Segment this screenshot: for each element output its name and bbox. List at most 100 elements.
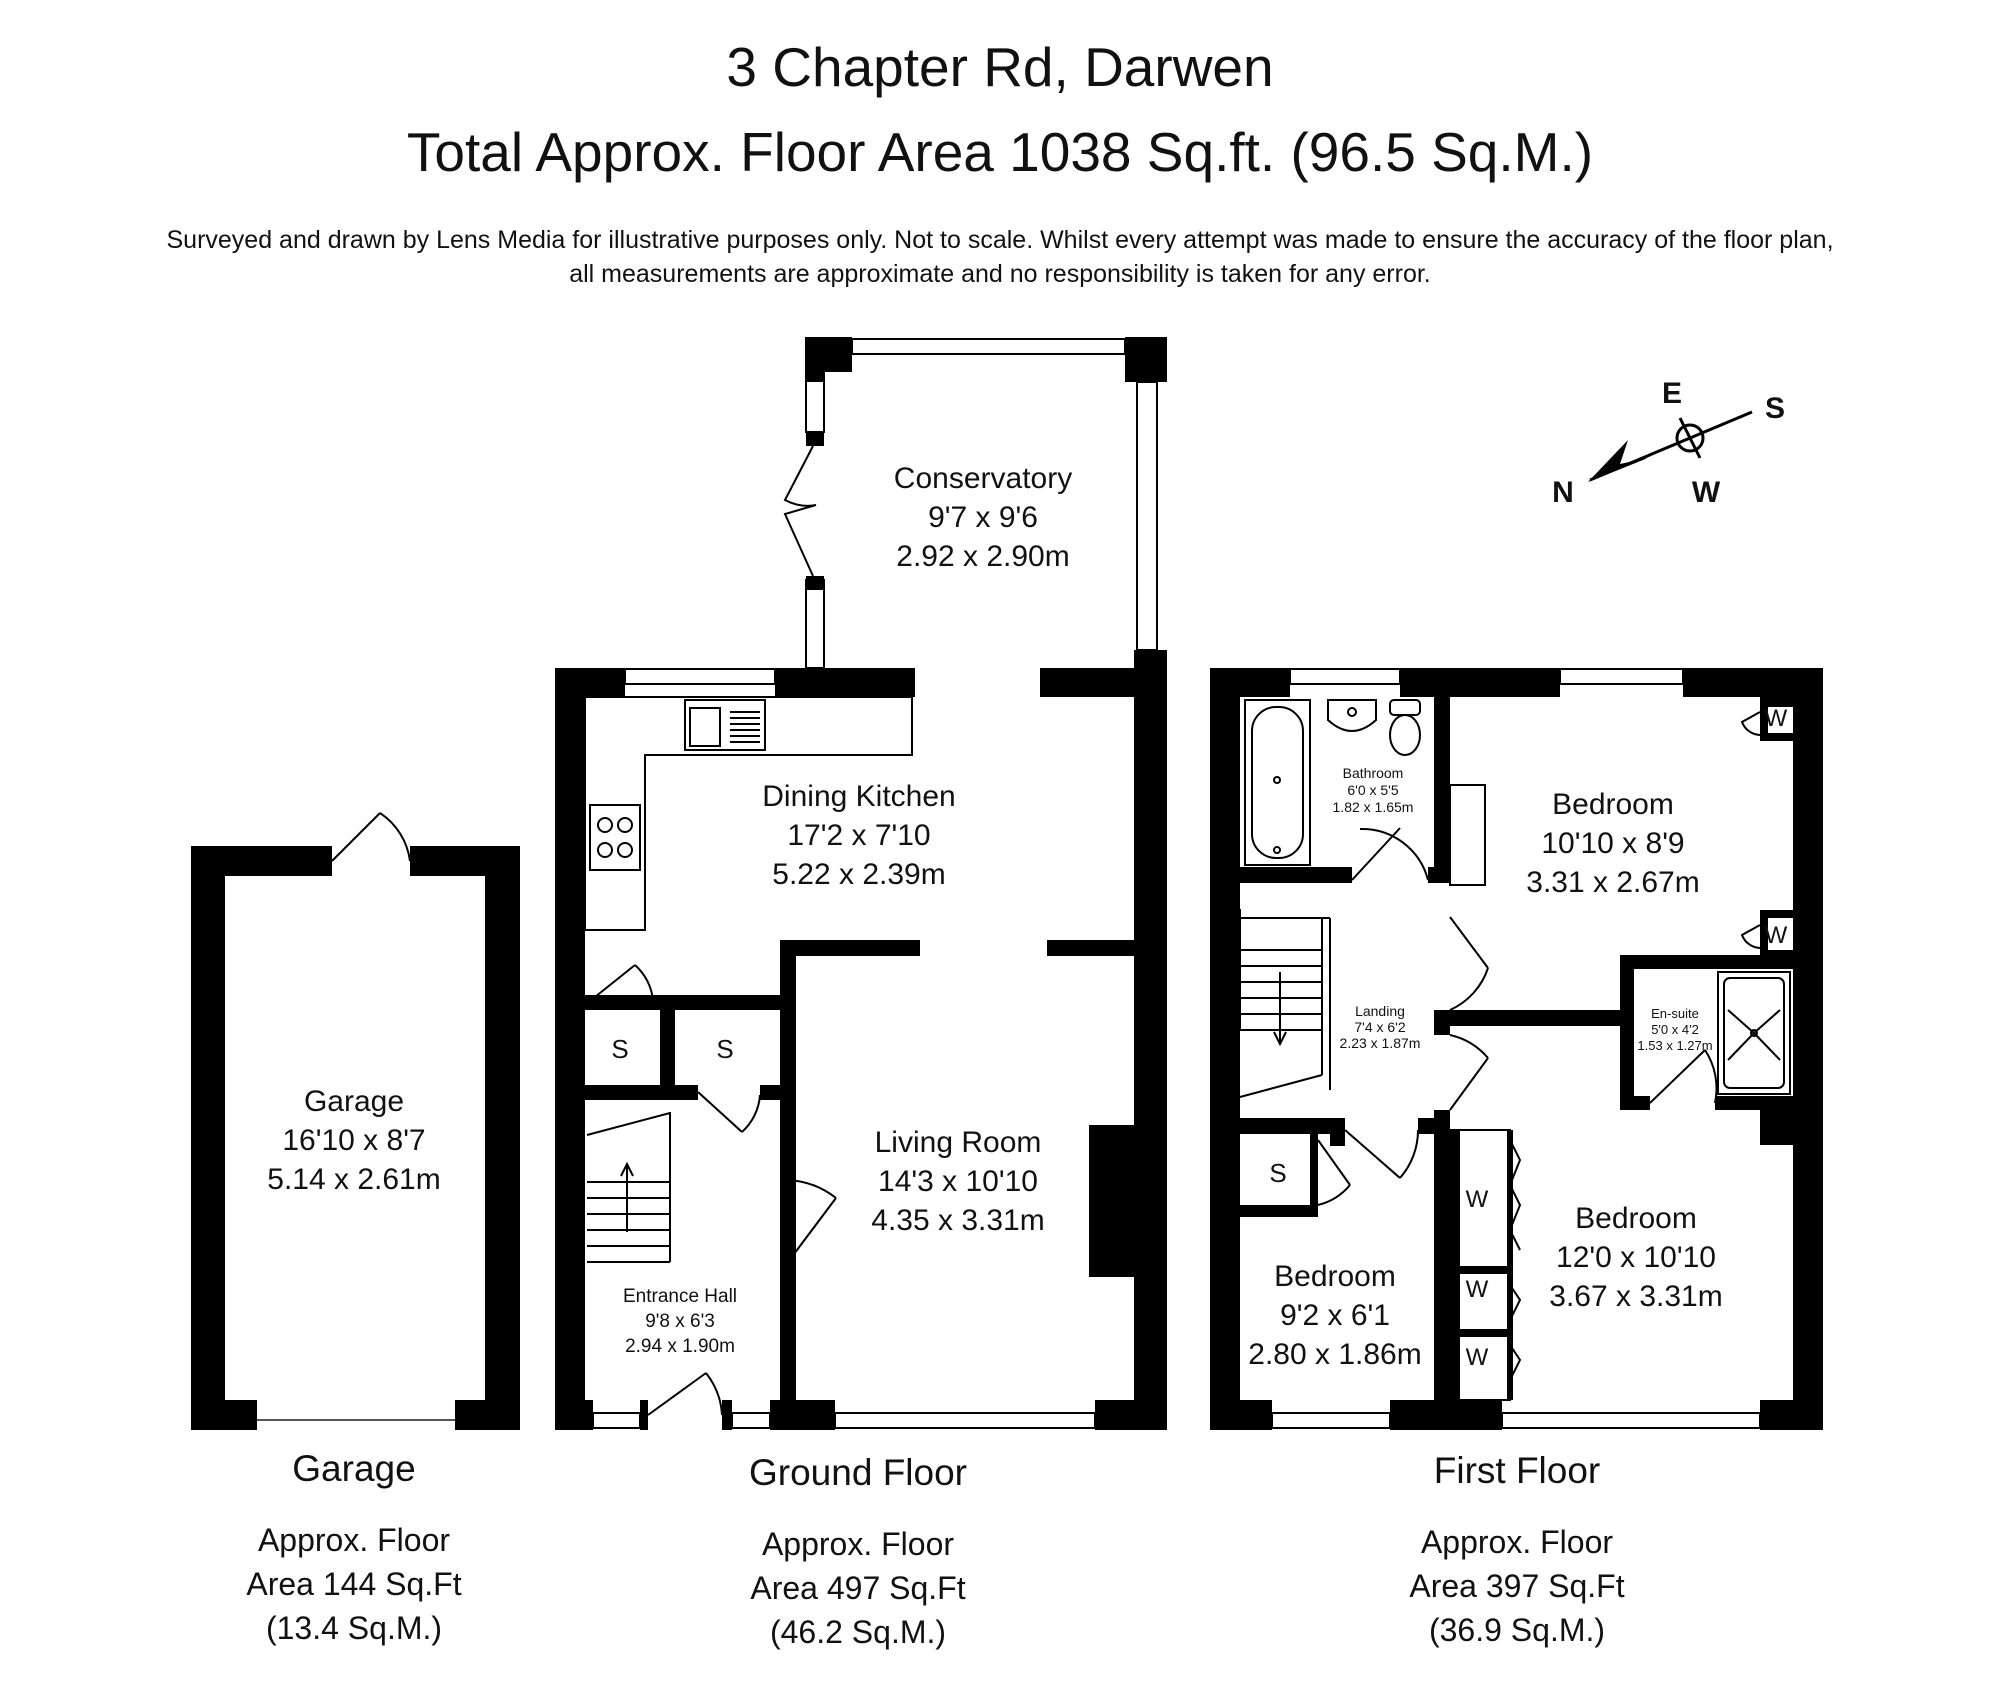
section-area-line: Approx. Floor — [257, 1522, 451, 1558]
wall — [1450, 1130, 1460, 1400]
ground-floor-plan — [555, 337, 1167, 1430]
window — [851, 338, 1126, 355]
wall — [1047, 940, 1167, 956]
room-imperial: 5'0 x 4'2 — [1651, 1022, 1699, 1037]
room-metric: 5.14 x 2.61m — [267, 1163, 440, 1196]
room-name: Conservatory — [894, 462, 1072, 495]
wall — [1330, 1118, 1345, 1146]
garage-plan — [191, 812, 520, 1430]
wall — [1760, 950, 1793, 956]
wall — [1760, 910, 1793, 918]
wall — [1760, 697, 1768, 741]
wall — [191, 846, 225, 1430]
room-ensuite: En-suite 5'0 x 4'2 1.53 x 1.27m — [1637, 1006, 1712, 1053]
room-imperial: 9'2 x 6'1 — [1280, 1299, 1390, 1332]
room-imperial: 9'8 x 6'3 — [645, 1311, 715, 1332]
room-name: Dining Kitchen — [762, 780, 955, 813]
section-area-line: Approx. Floor — [1420, 1524, 1614, 1560]
room-imperial: 12'0 x 10'10 — [1556, 1241, 1716, 1274]
section-area-line: Approx. Floor — [761, 1526, 955, 1562]
section-name: Garage — [292, 1448, 416, 1489]
section-first-floor: First Floor Approx. Floor Area 397 Sq.Ft… — [1307, 1450, 1727, 1652]
room-imperial: 16'10 x 8'7 — [282, 1124, 425, 1157]
window — [624, 668, 776, 685]
wall — [1760, 1110, 1793, 1145]
compass-center — [1675, 423, 1705, 453]
window — [1501, 1412, 1761, 1429]
room-living-room: Living Room 14'3 x 10'10 4.35 x 3.31m — [871, 1126, 1044, 1237]
section-area: Approx. Floor Area 497 Sq.Ft (46.2 Sq.M.… — [648, 1522, 1068, 1654]
wall — [1760, 1400, 1823, 1430]
wall — [770, 1400, 835, 1430]
room-name: Living Room — [875, 1126, 1042, 1159]
room-name: En-suite — [1651, 1006, 1699, 1021]
room-name: Bedroom — [1552, 788, 1674, 821]
section-area-line: (36.9 Sq.M.) — [1428, 1612, 1606, 1648]
shower — [1717, 971, 1791, 1095]
kitchen-worktop — [584, 696, 913, 931]
wall — [485, 846, 520, 1430]
total-area: Total Approx. Floor Area 1038 Sq.ft. (96… — [406, 121, 1594, 183]
room-imperial: 14'3 x 10'10 — [878, 1165, 1038, 1198]
window — [1225, 909, 1241, 1031]
compass-south-label: S — [1765, 392, 1785, 425]
room-metric: 5.22 x 2.39m — [772, 858, 945, 891]
section-area: Approx. Floor Area 397 Sq.Ft (36.9 Sq.M.… — [1307, 1520, 1727, 1652]
wardrobe-block — [1449, 1129, 1522, 1401]
section-ground-floor: Ground Floor Approx. Floor Area 497 Sq.F… — [648, 1452, 1068, 1654]
compass-east-label: E — [1662, 377, 1682, 410]
wall — [806, 432, 824, 446]
wall — [555, 668, 625, 697]
wall — [1400, 668, 1560, 697]
room-imperial: 7'4 x 6'2 — [1354, 1019, 1405, 1035]
wall — [1450, 1010, 1620, 1026]
room-metric: 2.94 x 1.90m — [625, 1336, 735, 1357]
wall — [1390, 1400, 1502, 1430]
room-imperial: 10'10 x 8'9 — [1541, 827, 1684, 860]
wall — [1434, 1110, 1450, 1400]
wall — [585, 995, 780, 1010]
wall — [555, 1400, 593, 1430]
wall — [1089, 1125, 1134, 1277]
section-area: Approx. Floor Area 144 Sq.Ft (13.4 Sq.M.… — [144, 1518, 564, 1650]
chimney-breast — [1449, 784, 1486, 886]
section-area-line: (13.4 Sq.M.) — [265, 1610, 443, 1646]
compass-rose: E S N W — [1552, 377, 1785, 509]
wall — [1210, 668, 1290, 697]
property-title: 3 Chapter Rd, Darwen — [726, 36, 1274, 98]
wall — [806, 372, 824, 382]
room-name: Entrance Hall — [623, 1286, 737, 1307]
wall — [1793, 668, 1823, 1430]
wall — [1095, 1400, 1167, 1430]
wall — [780, 940, 796, 1400]
wardrobe-label: W — [1466, 1344, 1489, 1371]
door-swing — [584, 964, 837, 1263]
wall — [780, 940, 920, 956]
section-area-line: Area 397 Sq.Ft — [1409, 1568, 1625, 1604]
compass-cross — [1678, 417, 1702, 459]
room-name: Bedroom — [1274, 1260, 1396, 1293]
room-metric: 3.31 x 2.67m — [1526, 866, 1699, 899]
storage-label: S — [1269, 1158, 1286, 1188]
storage-label: S — [716, 1034, 733, 1064]
section-garage: Garage Approx. Floor Area 144 Sq.Ft (13.… — [144, 1448, 564, 1650]
compass-west-label: W — [1692, 476, 1721, 509]
wall — [1210, 1400, 1272, 1430]
wall — [1760, 697, 1793, 707]
room-metric: 2.92 x 2.90m — [896, 540, 1069, 573]
room-imperial: 6'0 x 5'5 — [1347, 782, 1398, 798]
disclaimer-line-2: all measurements are approximate and no … — [569, 260, 1431, 288]
room-metric: 4.35 x 3.31m — [871, 1204, 1044, 1237]
section-name: Ground Floor — [749, 1452, 967, 1493]
room-entrance-hall: Entrance Hall 9'8 x 6'3 2.94 x 1.90m — [623, 1286, 737, 1357]
wall — [660, 995, 675, 1085]
wall — [1134, 650, 1167, 1430]
wall — [191, 1400, 257, 1430]
room-name: Landing — [1355, 1003, 1405, 1019]
wall — [1418, 1118, 1450, 1134]
disclaimer-line-1: Surveyed and drawn by Lens Media for ill… — [166, 226, 1834, 254]
compass-north-label: N — [1552, 476, 1574, 509]
room-landing: Landing 7'4 x 6'2 2.23 x 1.87m — [1340, 1003, 1421, 1051]
window — [1559, 668, 1684, 685]
